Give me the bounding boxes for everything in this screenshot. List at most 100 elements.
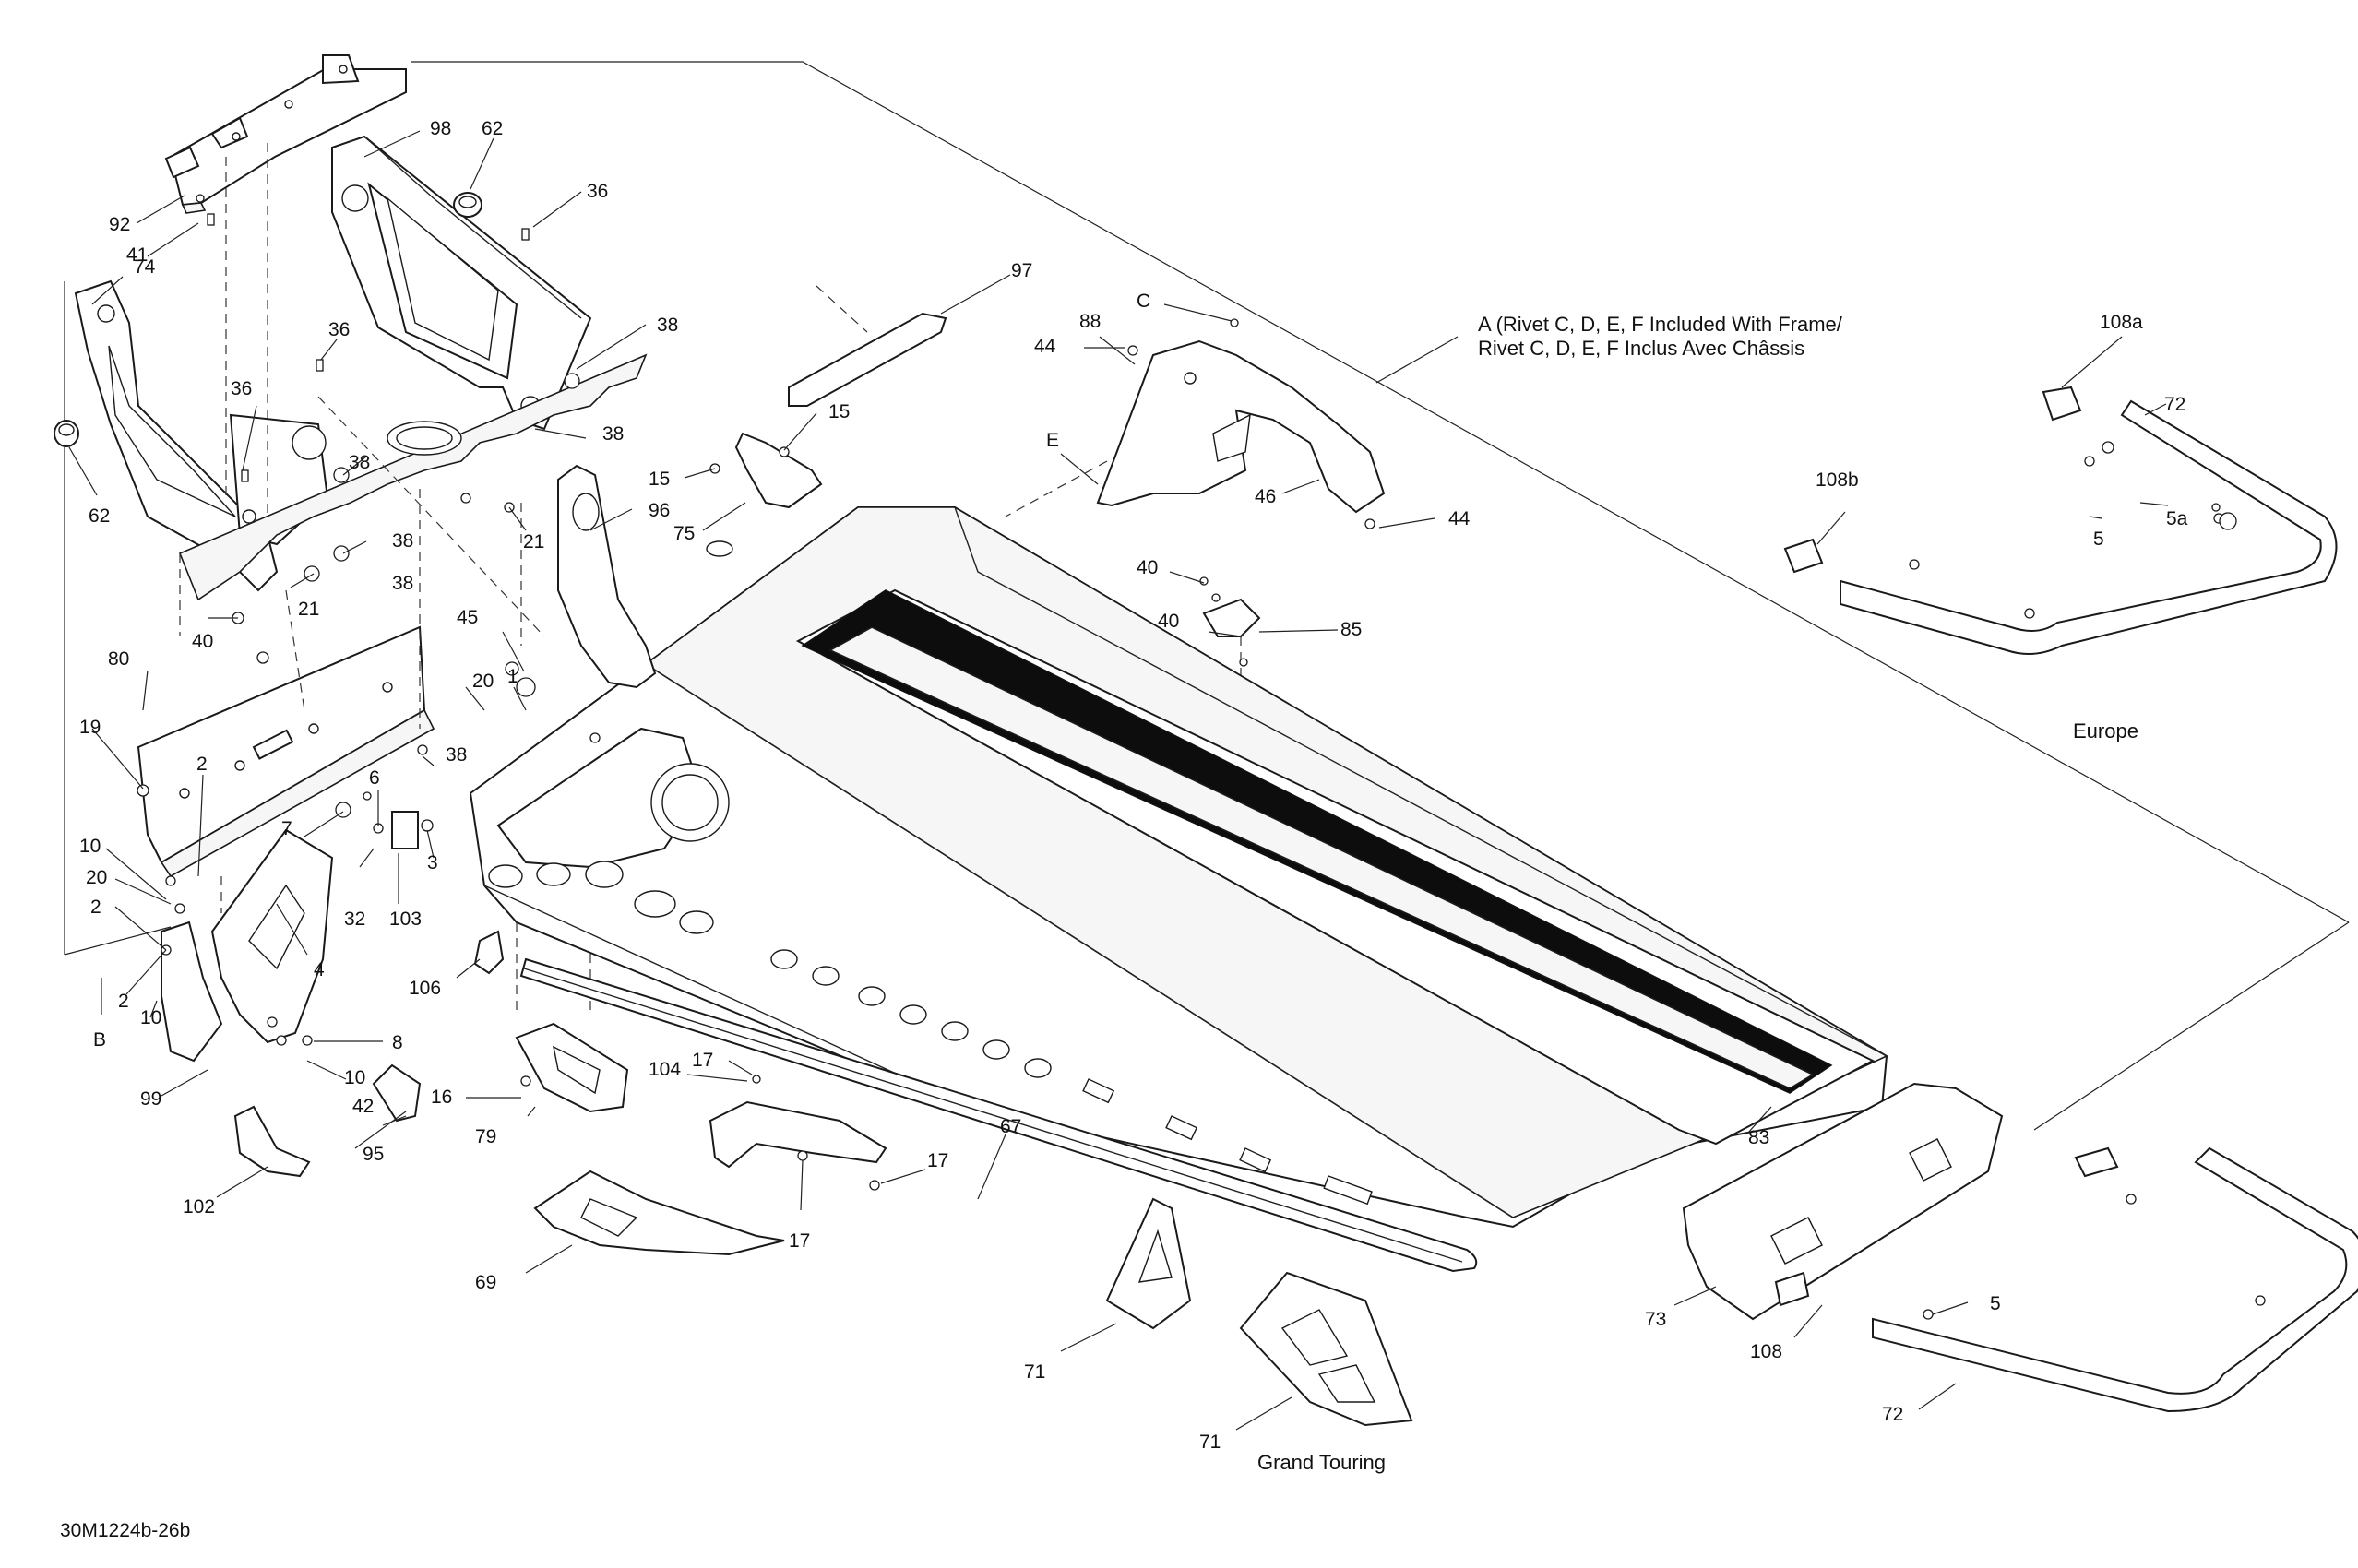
callout-label: 106 bbox=[409, 978, 441, 999]
callout-label: 74 bbox=[134, 256, 156, 278]
callout-label: 46 bbox=[1255, 486, 1276, 507]
plate-80 bbox=[137, 625, 435, 878]
rear-bumper-72-europe bbox=[1783, 386, 2338, 655]
callout-label: 44 bbox=[1034, 336, 1056, 357]
callout-label: 108b bbox=[1816, 469, 1859, 491]
callout-label: 36 bbox=[587, 181, 608, 202]
callout-label: 32 bbox=[344, 909, 365, 930]
callout-labels: 92 98 62 36 41 74 36 38 36 38 38 62 38 3… bbox=[79, 118, 2188, 1453]
callout-label: 79 bbox=[475, 1126, 496, 1147]
bracket-92 bbox=[164, 54, 407, 214]
callout-label: 95 bbox=[363, 1144, 384, 1165]
bumper-62-left bbox=[54, 420, 79, 447]
callout-label: 10 bbox=[79, 836, 101, 857]
callout-label: 69 bbox=[475, 1272, 496, 1293]
rack-bracket-88 bbox=[1096, 339, 1386, 514]
callout-label: C bbox=[1137, 291, 1150, 312]
callout-label: 36 bbox=[231, 378, 252, 399]
callout-label: 88 bbox=[1079, 311, 1101, 332]
running-board-69 bbox=[533, 1170, 785, 1256]
part-102 bbox=[233, 1105, 311, 1178]
callout-label: 96 bbox=[649, 500, 670, 521]
callout-label: 72 bbox=[2164, 394, 2185, 415]
frame-base-plate bbox=[178, 353, 648, 601]
callout-label: B bbox=[93, 1029, 106, 1051]
rear-bumper-72-bottom bbox=[1774, 1146, 2358, 1413]
note-a-boundary bbox=[411, 61, 2350, 1131]
callout-label: 10 bbox=[140, 1007, 161, 1028]
callout-label: 99 bbox=[140, 1088, 161, 1110]
rivet-note-line-1: A (Rivet C, D, E, F Included With Frame/ bbox=[1478, 313, 1843, 336]
callout-label: 40 bbox=[1137, 557, 1158, 578]
callout-label: 6 bbox=[369, 767, 380, 789]
diagram-notes: A (Rivet C, D, E, F Included With Frame/… bbox=[60, 313, 2138, 1541]
grand-touring-label: Grand Touring bbox=[1257, 1451, 1386, 1474]
callout-label: 19 bbox=[79, 717, 101, 738]
callout-label: 38 bbox=[349, 452, 370, 473]
step-71-a bbox=[1105, 1197, 1192, 1330]
front-bracket-99 bbox=[161, 828, 334, 1063]
bracket-75 bbox=[734, 432, 823, 509]
europe-label: Europe bbox=[2073, 719, 2138, 742]
tunnel-cutouts bbox=[488, 861, 1373, 1206]
callout-label: 72 bbox=[1882, 1404, 1903, 1425]
callout-label: 98 bbox=[430, 118, 451, 139]
part-103 bbox=[391, 811, 419, 849]
callout-label: 8 bbox=[392, 1032, 403, 1053]
callout-label: 5a bbox=[2166, 508, 2188, 529]
callout-label: 20 bbox=[472, 671, 494, 692]
callout-label: 17 bbox=[789, 1230, 810, 1252]
callout-label: 67 bbox=[1000, 1116, 1021, 1137]
diagram-code: 30M1224b-26b bbox=[60, 1520, 190, 1541]
callout-label: 92 bbox=[109, 214, 130, 235]
part-106 bbox=[473, 930, 505, 975]
callout-label: 2 bbox=[196, 754, 208, 775]
callout-label: 21 bbox=[298, 599, 319, 620]
callout-label: 83 bbox=[1748, 1127, 1769, 1148]
rear-mount-73 bbox=[1682, 1082, 2004, 1321]
alignment-lines bbox=[179, 143, 1242, 1015]
callout-label: 104 bbox=[649, 1059, 681, 1080]
callout-label: 97 bbox=[1011, 260, 1032, 281]
front-frame-98 bbox=[331, 135, 592, 431]
callout-label: 75 bbox=[673, 523, 695, 544]
callout-label: 38 bbox=[392, 530, 413, 552]
rail-67 bbox=[519, 957, 1478, 1273]
callout-label: 16 bbox=[431, 1087, 452, 1108]
rivet-note-line-2: Rivet C, D, E, F Inclus Avec Châssis bbox=[1478, 337, 1804, 360]
callout-label: 73 bbox=[1645, 1309, 1666, 1330]
callout-label: 62 bbox=[482, 118, 503, 139]
callout-label: 71 bbox=[1199, 1431, 1221, 1453]
callout-label: 62 bbox=[89, 505, 110, 527]
callout-label: 17 bbox=[692, 1050, 713, 1071]
callout-label: 103 bbox=[389, 909, 422, 930]
callout-label: 85 bbox=[1340, 619, 1362, 640]
footrest-79 bbox=[515, 1022, 629, 1113]
callout-label: 1 bbox=[507, 666, 518, 687]
step-71-b bbox=[1239, 1271, 1413, 1427]
leader-lines bbox=[68, 130, 2169, 1431]
tunnel-chassis bbox=[469, 506, 1888, 1229]
callout-label: 2 bbox=[90, 897, 101, 918]
callout-label: 4 bbox=[314, 959, 325, 980]
callout-label: E bbox=[1046, 430, 1059, 451]
callout-label: 71 bbox=[1024, 1361, 1045, 1383]
callout-label: 108a bbox=[2100, 312, 2143, 333]
callout-label: 38 bbox=[657, 315, 678, 336]
callout-label: 2 bbox=[118, 991, 129, 1012]
callout-label: 17 bbox=[927, 1150, 948, 1171]
callout-label: 5 bbox=[1990, 1293, 2001, 1314]
part-95 bbox=[372, 1063, 422, 1123]
callout-label: 7 bbox=[281, 818, 292, 839]
callout-label: 15 bbox=[828, 401, 850, 422]
callout-label: 41 bbox=[126, 244, 148, 266]
callout-label: 40 bbox=[1158, 611, 1179, 632]
callout-label: 38 bbox=[392, 573, 413, 594]
callout-label: 38 bbox=[446, 744, 467, 766]
callout-label: 108 bbox=[1750, 1341, 1782, 1362]
callout-label: 10 bbox=[344, 1067, 365, 1088]
callout-label: 38 bbox=[602, 423, 624, 445]
callout-label: 45 bbox=[457, 607, 478, 628]
callout-label: 42 bbox=[352, 1096, 374, 1117]
